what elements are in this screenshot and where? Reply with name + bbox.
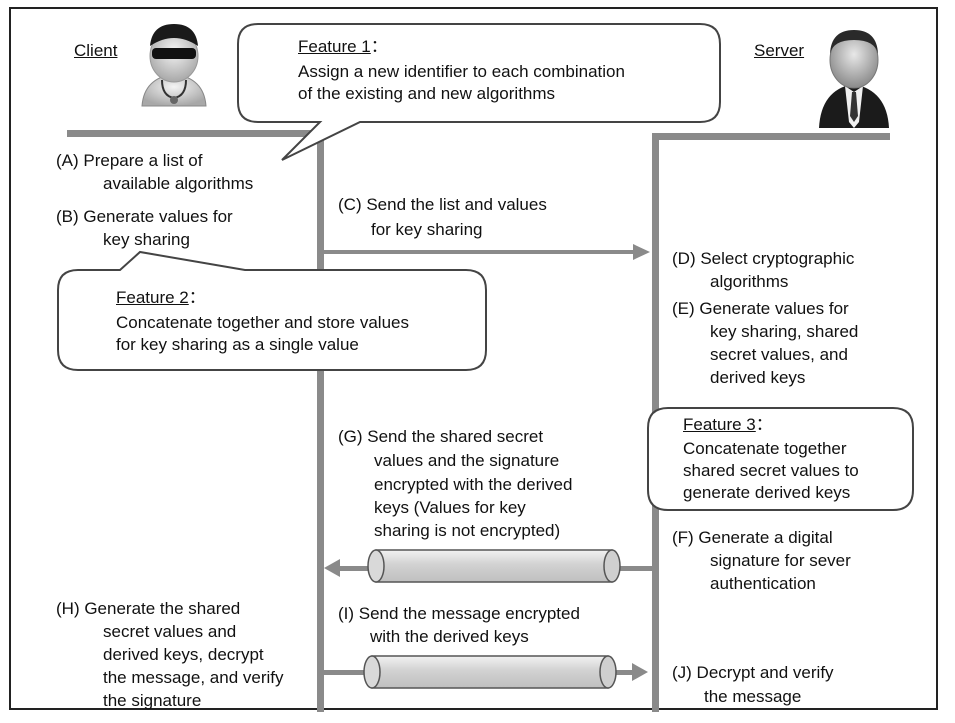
feature3-line-3: generate derived keys [683, 483, 851, 502]
step-j-line-2: the message [704, 687, 802, 706]
arrow-c [324, 244, 650, 260]
step-e-line-1: (E) Generate values for [672, 299, 849, 318]
step-j-line-1: (J) Decrypt and verify [672, 663, 834, 682]
step-h-line-4: the message, and verify [103, 668, 284, 687]
step-g-line-5: sharing is not encrypted) [374, 521, 561, 540]
feature2-line-2: for key sharing as a single value [116, 335, 359, 354]
step-e-line-3: secret values, and [710, 345, 848, 364]
arrow-i [324, 655, 648, 689]
step-b-line-2: key sharing [103, 230, 190, 249]
feature1-title: Feature 1 [298, 37, 371, 56]
feature1-title-row: Feature 1： [298, 36, 388, 58]
feature2-line-1: Concatenate together and store values [116, 313, 409, 332]
step-e-line-4: derived keys [710, 368, 806, 387]
step-h-line-1: (H) Generate the shared [56, 599, 241, 618]
step-a-line-2: available algorithms [103, 174, 254, 193]
step-i-line-1: (I) Send the message encrypted [338, 604, 580, 623]
step-c-line-2: for key sharing [371, 220, 483, 239]
step-g-line-3: encrypted with the derived [374, 475, 573, 494]
feature2-title: Feature 2 [116, 288, 189, 307]
feature3-line-2: shared secret values to [683, 461, 859, 480]
step-b-line-1: (B) Generate values for [56, 207, 233, 226]
feature3-colon: ： [755, 415, 773, 434]
feature1-line-1: Assign a new identifier to each combinat… [298, 62, 625, 81]
step-i-line-2: with the derived keys [370, 627, 529, 646]
client-lifeline [67, 130, 324, 712]
step-g-line-1: (G) Send the shared secret [338, 427, 544, 446]
feature3-line-1: Concatenate together [683, 439, 847, 458]
step-f-line-2: signature for sever [710, 551, 851, 570]
feature2-bubble [57, 250, 487, 371]
feature2-colon: ： [188, 288, 206, 307]
step-h-line-3: derived keys, decrypt [103, 645, 264, 664]
feature2-title-row: Feature 2： [116, 287, 206, 309]
step-c-line-1: (C) Send the list and values [338, 195, 547, 214]
doctor-avatar-icon [141, 24, 207, 107]
feature1-bubble [237, 23, 721, 161]
feature3-title: Feature 3 [683, 415, 756, 434]
step-d-line-2: algorithms [710, 272, 789, 291]
arrow-g [324, 549, 652, 583]
businessman-avatar-icon [819, 30, 889, 128]
step-d-line-1: (D) Select cryptographic [672, 249, 855, 268]
step-a-line-1: (A) Prepare a list of [56, 151, 203, 170]
step-f-line-3: authentication [710, 574, 816, 593]
step-h-line-5: the signature [103, 691, 202, 710]
feature1-colon: ： [370, 37, 388, 56]
client-label: Client [74, 41, 118, 60]
feature3-title-row: Feature 3： [683, 414, 773, 436]
step-g-line-2: values and the signature [374, 451, 560, 470]
feature1-line-2: of the existing and new algorithms [298, 84, 556, 103]
step-e-line-2: key sharing, shared [710, 322, 859, 341]
step-h-line-2: secret values and [103, 622, 237, 641]
server-label: Server [754, 41, 805, 60]
diagram-frame [9, 7, 938, 710]
feature3-bubble [647, 407, 914, 511]
step-f-line-1: (F) Generate a digital [672, 528, 833, 547]
step-g-line-4: keys (Values for key [374, 498, 526, 517]
